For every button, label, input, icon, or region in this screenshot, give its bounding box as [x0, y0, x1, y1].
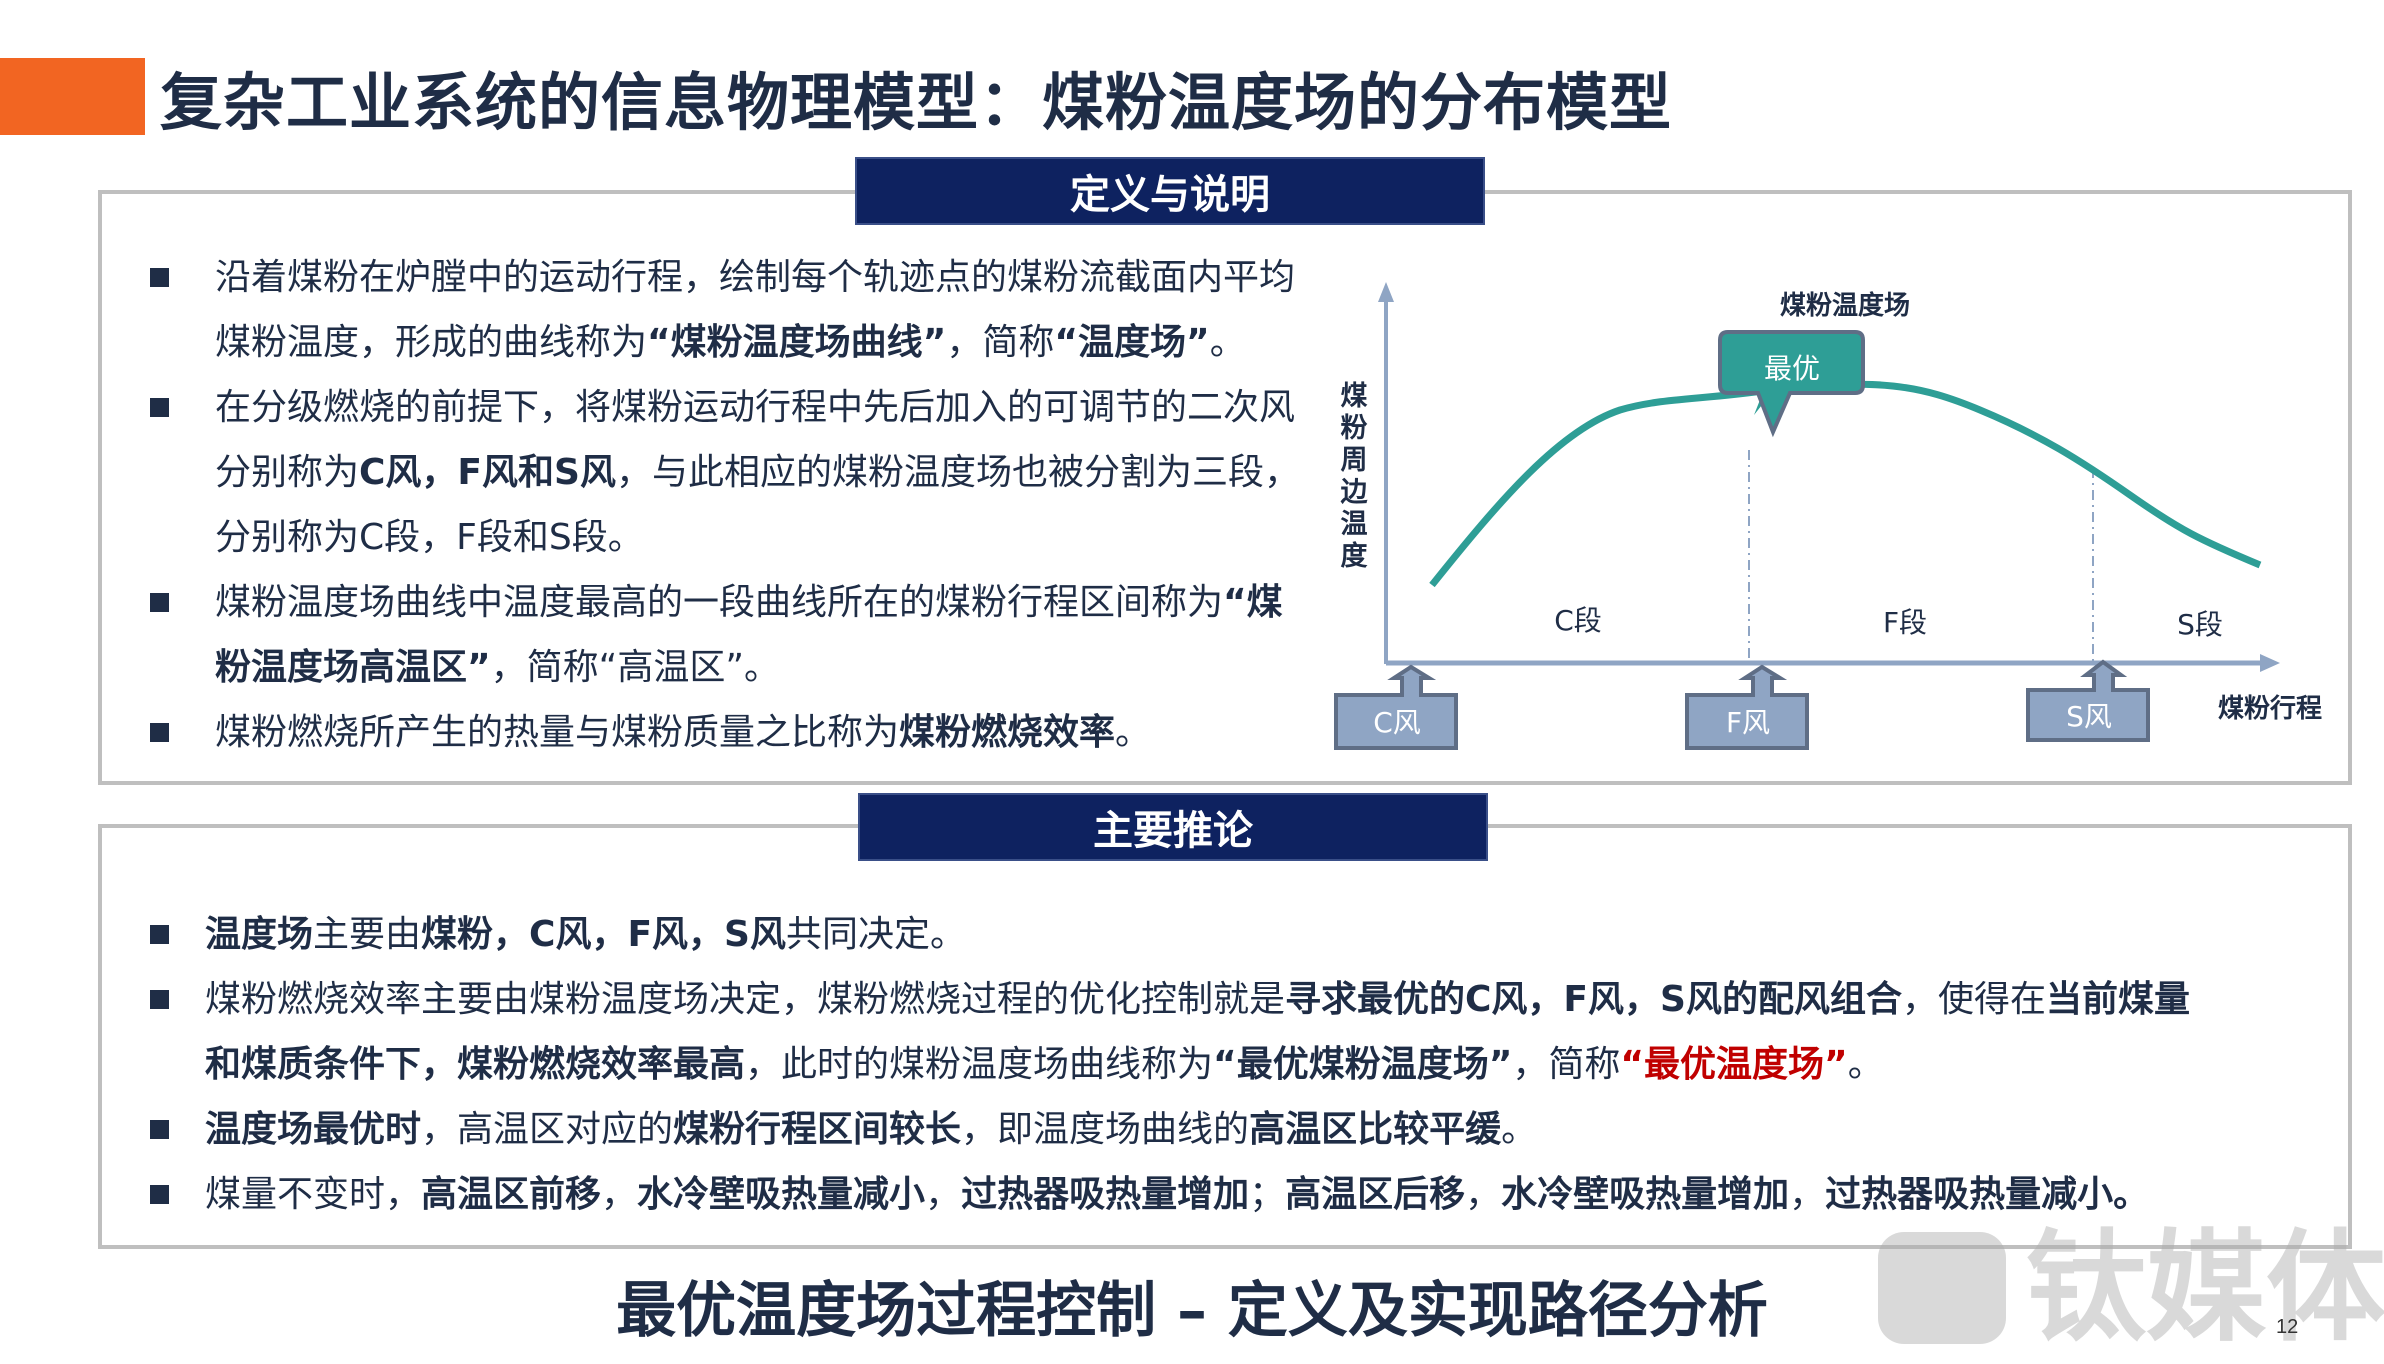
emphasis-text: 高温区后移	[1285, 1174, 1466, 1215]
body-text: ，高温区对应的	[421, 1109, 674, 1150]
emphasis-text: 当前煤量	[2045, 979, 2190, 1020]
body-text: 主要由	[313, 914, 422, 955]
conclusion-item: 煤量不变时，高温区前移，水冷壁吸热量减小，过热器吸热量增加；高温区后移，水冷壁吸…	[150, 1162, 2300, 1227]
body-text: ，	[1789, 1174, 1826, 1215]
emphasis-text: 温度场最优时	[205, 1109, 422, 1150]
body-text: ，此时的煤粉温度场曲线称为	[745, 1044, 1214, 1085]
body-text: 。	[1847, 1044, 1884, 1085]
f-wind-inlet	[1685, 664, 1809, 750]
f-wind-label: F风	[1726, 706, 1770, 739]
emphasis-text: 寻求最优的C风，F风，S风的配风组合	[1285, 979, 1902, 1020]
body-text: ，即温度场曲线的	[961, 1109, 1250, 1150]
body-text: 沿着煤粉在炉膛中的运动行程，绘制每个轨迹点的煤粉流截面内平均	[215, 257, 1296, 298]
emphasis-text: “煤粉温度场曲线”	[647, 322, 947, 363]
body-text: ，简称	[946, 322, 1055, 363]
optimal-callout	[1718, 330, 1865, 438]
conclusion-item: 温度场最优时，高温区对应的煤粉行程区间较长，即温度场曲线的高温区比较平缓。	[150, 1097, 2300, 1162]
emphasis-text: 和煤质条件下，煤粉燃烧效率最高	[205, 1044, 746, 1085]
watermark-logo-icon	[1878, 1232, 2006, 1345]
page-number: 12	[2276, 1316, 2299, 1338]
bullet-square-icon	[150, 723, 169, 742]
conclusions-panel	[98, 824, 2352, 1249]
definition-item-cont: 粉温度场高温区”，简称“高温区”。	[150, 635, 1310, 700]
body-text: 煤粉温度场曲线中温度最高的一段曲线所在的煤粉行程区间称为	[215, 582, 1224, 623]
conclusions-list: 温度场主要由煤粉，C风，F风，S风共同决定。 煤粉燃烧效率主要由煤粉温度场决定，…	[150, 902, 2300, 1227]
watermark: 钛媒体	[1878, 1190, 2384, 1364]
definition-item: 沿着煤粉在炉膛中的运动行程，绘制每个轨迹点的煤粉流截面内平均	[150, 245, 1310, 310]
segment-label-c: C段	[1554, 604, 1602, 637]
body-text: 共同决定。	[785, 914, 966, 955]
definition-item-cont: 煤粉温度，形成的曲线称为“煤粉温度场曲线”，简称“温度场”。	[150, 310, 1310, 375]
emphasis-text: 水冷壁吸热量增加	[1501, 1174, 1790, 1215]
temperature-field-diagram: 最优 煤粉温度场 煤粉周边温度 C段 F段 S段 C风 F风 S风 煤粉行程	[1334, 282, 2322, 750]
diagram-title: 煤粉温度场	[1780, 290, 1910, 321]
body-text: ，简称“高温区”。	[490, 647, 780, 688]
body-text: ，	[1465, 1174, 1502, 1215]
body-text: ，	[925, 1174, 962, 1215]
emphasis-text: 煤粉行程区间较长	[673, 1109, 962, 1150]
emphasis-text: “温度场”	[1054, 322, 1210, 363]
body-text: 。	[1501, 1109, 1538, 1150]
definitions-panel	[98, 190, 2352, 785]
conclusion-item: 煤粉燃烧效率主要由煤粉温度场决定，煤粉燃烧过程的优化控制就是寻求最优的C风，F风…	[150, 967, 2300, 1032]
conclusion-item-cont: 和煤质条件下，煤粉燃烧效率最高，此时的煤粉温度场曲线称为“最优煤粉温度场”，简称…	[150, 1032, 2300, 1097]
body-text: 煤粉燃烧所产生的热量与煤粉质量之比称为	[215, 712, 900, 753]
segment-label-f: F段	[1883, 606, 1927, 639]
bullet-square-icon	[150, 1185, 169, 1204]
x-axis-label: 煤粉行程	[2218, 693, 2322, 724]
emphasis-text: 煤粉燃烧效率	[899, 712, 1116, 753]
y-axis	[1378, 282, 1394, 664]
definition-item: 在分级燃烧的前提下，将煤粉运动行程中先后加入的可调节的二次风	[150, 375, 1310, 440]
emphasis-text: 高温区比较平缓	[1249, 1109, 1502, 1150]
bullet-square-icon	[150, 1120, 169, 1139]
bullet-square-icon	[150, 990, 169, 1009]
definition-item-cont: 分别称为C风，F风和S风，与此相应的煤粉温度场也被分割为三段，	[150, 440, 1310, 505]
body-text: 煤量不变时，	[205, 1174, 422, 1215]
c-wind-label: C风	[1373, 706, 1421, 739]
emphasis-text: “最优煤粉温度场”	[1213, 1044, 1513, 1085]
body-text: 。	[1115, 712, 1152, 753]
body-text: 分别称为	[215, 452, 360, 493]
conclusions-heading: 主要推论	[858, 793, 1488, 861]
emphasis-text: 过热器吸热量减小。	[1825, 1174, 2150, 1215]
definition-item-cont: 分别称为C段，F段和S段。	[215, 517, 644, 558]
bullet-square-icon	[150, 268, 169, 287]
conclusion-item: 温度场主要由煤粉，C风，F风，S风共同决定。	[150, 902, 2300, 967]
body-text: ，简称	[1512, 1044, 1621, 1085]
bullet-square-icon	[150, 925, 169, 944]
x-axis	[1386, 654, 2280, 672]
emphasis-text: C风，F风和S风	[359, 452, 616, 493]
highlight-text: “最优温度场”	[1620, 1044, 1848, 1085]
emphasis-text: “煤	[1223, 582, 1283, 623]
emphasis-text: 煤粉，C风，F风，S风	[421, 914, 786, 955]
bullet-square-icon	[150, 398, 169, 417]
definition-item: 煤粉温度场曲线中温度最高的一段曲线所在的煤粉行程区间称为“煤	[150, 570, 1310, 635]
bullet-square-icon	[150, 593, 169, 612]
segment-label-s: S段	[2177, 608, 2223, 641]
body-text: 。	[1209, 322, 1246, 363]
emphasis-text: 过热器吸热量增加	[961, 1174, 1250, 1215]
emphasis-text: 高温区前移	[421, 1174, 602, 1215]
definitions-heading: 定义与说明	[855, 157, 1485, 225]
body-text: 煤粉燃烧效率主要由煤粉温度场决定，煤粉燃烧过程的优化控制就是	[205, 979, 1286, 1020]
body-text: 煤粉温度，形成的曲线称为	[215, 322, 648, 363]
callout-label: 最优	[1764, 352, 1820, 385]
body-text: ，与此相应的煤粉温度场也被分割为三段，	[615, 452, 1300, 493]
definition-item: 煤粉燃烧所产生的热量与煤粉质量之比称为煤粉燃烧效率。	[150, 700, 1310, 765]
body-text: ；	[1249, 1174, 1286, 1215]
page-title: 复杂工业系统的信息物理模型：煤粉温度场的分布模型	[160, 66, 1673, 139]
c-wind-inlet	[1334, 664, 1458, 750]
title-accent-bar	[0, 58, 145, 135]
emphasis-text: 水冷壁吸热量减小	[637, 1174, 926, 1215]
emphasis-text: 粉温度场高温区”	[215, 647, 491, 688]
s-wind-label: S风	[2066, 700, 2112, 733]
body-text: ，使得在	[1901, 979, 2046, 1020]
temperature-curve	[1429, 380, 2262, 588]
footer-subtitle: 最优温度场过程控制 – 定义及实现路径分析	[616, 1276, 1768, 1346]
s-wind-inlet	[2026, 659, 2150, 742]
y-axis-label: 煤粉周边温度	[1341, 381, 1369, 572]
emphasis-text: 温度场	[205, 914, 314, 955]
body-text: ，	[601, 1174, 638, 1215]
definitions-list: 沿着煤粉在炉膛中的运动行程，绘制每个轨迹点的煤粉流截面内平均 煤粉温度，形成的曲…	[150, 245, 1310, 765]
